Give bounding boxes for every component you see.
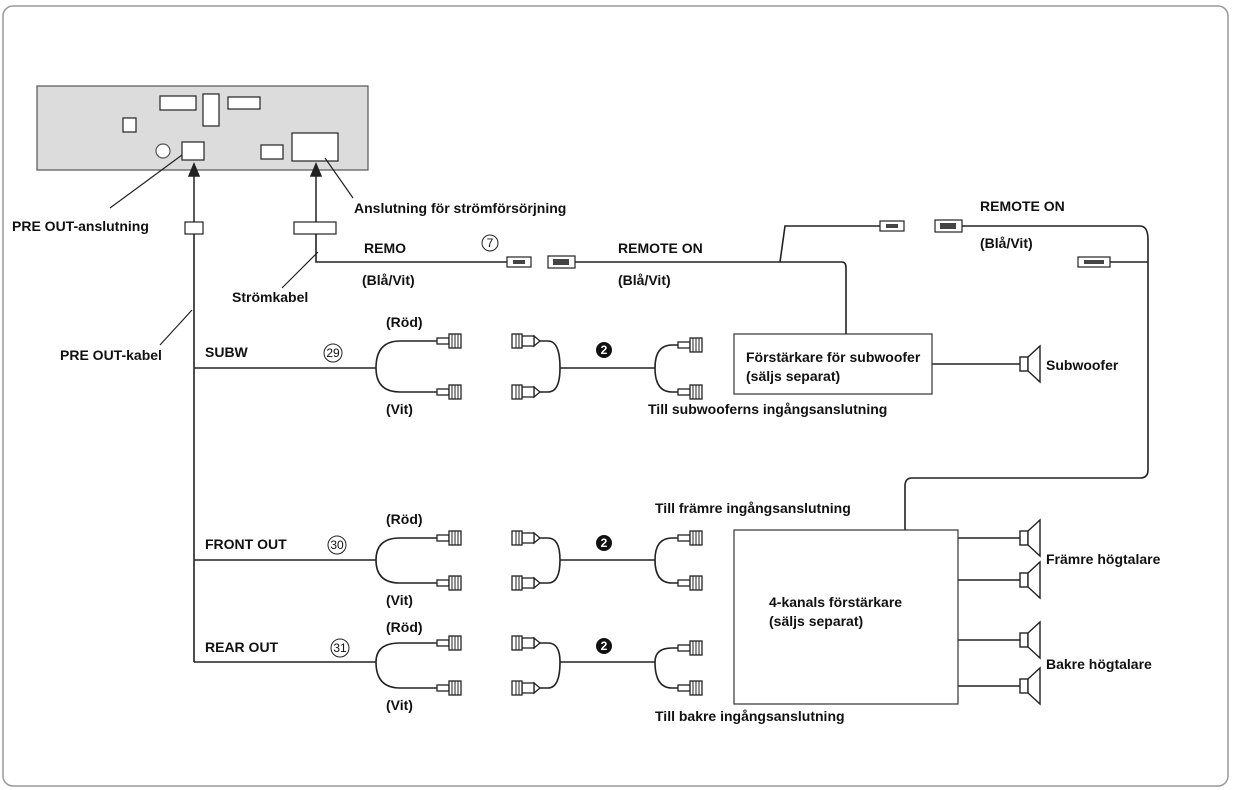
- red-label-subw: (Röd): [386, 314, 423, 330]
- white-label-subw: (Vit): [386, 401, 413, 417]
- rear-speakers-label: Bakre högtalare: [1046, 656, 1152, 672]
- callout-rear: 31: [333, 641, 347, 655]
- subwoofer-amplifier-box: [733, 333, 933, 395]
- subwoofer-input-label: Till subwooferns ingångsanslutning: [648, 401, 887, 417]
- callout-rca-front: 2: [601, 536, 608, 550]
- power-cable-label: Strömkabel: [232, 289, 308, 305]
- pre-out-connector-label: PRE OUT-anslutning: [12, 218, 149, 234]
- power-plug: [293, 221, 337, 235]
- pre-out-port-icon: [181, 141, 205, 161]
- white-label-rear: (Vit): [386, 697, 413, 713]
- remote-on-color-label-2: (Blå/Vit): [980, 235, 1033, 251]
- callout-numbers: 7 29 30 31 2 2 2: [323, 234, 612, 658]
- power-connector-label: Anslutning för strömförsörjning: [354, 200, 566, 216]
- subwoofer-amplifier-sublabel: (säljs separat): [746, 368, 840, 384]
- remote-on-label-2: REMOTE ON: [980, 198, 1065, 214]
- four-channel-amplifier-sublabel: (säljs separat): [769, 613, 863, 629]
- front-input-label: Till främre ingångsanslutning: [655, 500, 851, 516]
- pre-out-cable-label: PRE OUT-kabel: [60, 347, 162, 363]
- callout-rca-sub: 2: [601, 343, 608, 357]
- white-label-front: (Vit): [386, 592, 413, 608]
- callout-subw: 29: [326, 346, 340, 360]
- cables: [193, 225, 1149, 689]
- subw-label: SUBW: [205, 344, 249, 360]
- rear-input-label: Till bakre ingångsanslutning: [655, 708, 845, 724]
- remo-color-label: (Blå/Vit): [362, 272, 415, 288]
- front-out-label: FRONT OUT: [205, 536, 287, 552]
- connection-arrows: [187, 162, 323, 222]
- subwoofer-amplifier-label: Förstärkare för subwoofer: [746, 349, 921, 365]
- remo-label: REMO: [364, 240, 406, 256]
- head-unit: [36, 85, 369, 171]
- four-channel-amplifier-label: 4-kanals förstärkare: [769, 594, 902, 610]
- remote-on-color-label-1: (Blå/Vit): [618, 272, 671, 288]
- subwoofer-label: Subwoofer: [1046, 357, 1119, 373]
- rear-out-label: REAR OUT: [205, 639, 279, 655]
- front-speakers-label: Främre högtalare: [1046, 551, 1161, 567]
- callout-remo: 7: [487, 236, 494, 250]
- leader-lines: [109, 154, 354, 346]
- remote-on-label-1: REMOTE ON: [618, 240, 703, 256]
- callout-rca-rear: 2: [601, 639, 608, 653]
- remote-connectors: [506, 219, 1111, 269]
- pre-out-plug: [184, 221, 204, 235]
- callout-front: 30: [330, 538, 344, 552]
- antenna-jack-icon: [155, 143, 171, 159]
- red-label-front: (Röd): [386, 511, 423, 527]
- red-label-rear: (Röd): [386, 619, 423, 635]
- power-port-icon: [291, 132, 339, 162]
- four-channel-amplifier-box: [733, 529, 959, 705]
